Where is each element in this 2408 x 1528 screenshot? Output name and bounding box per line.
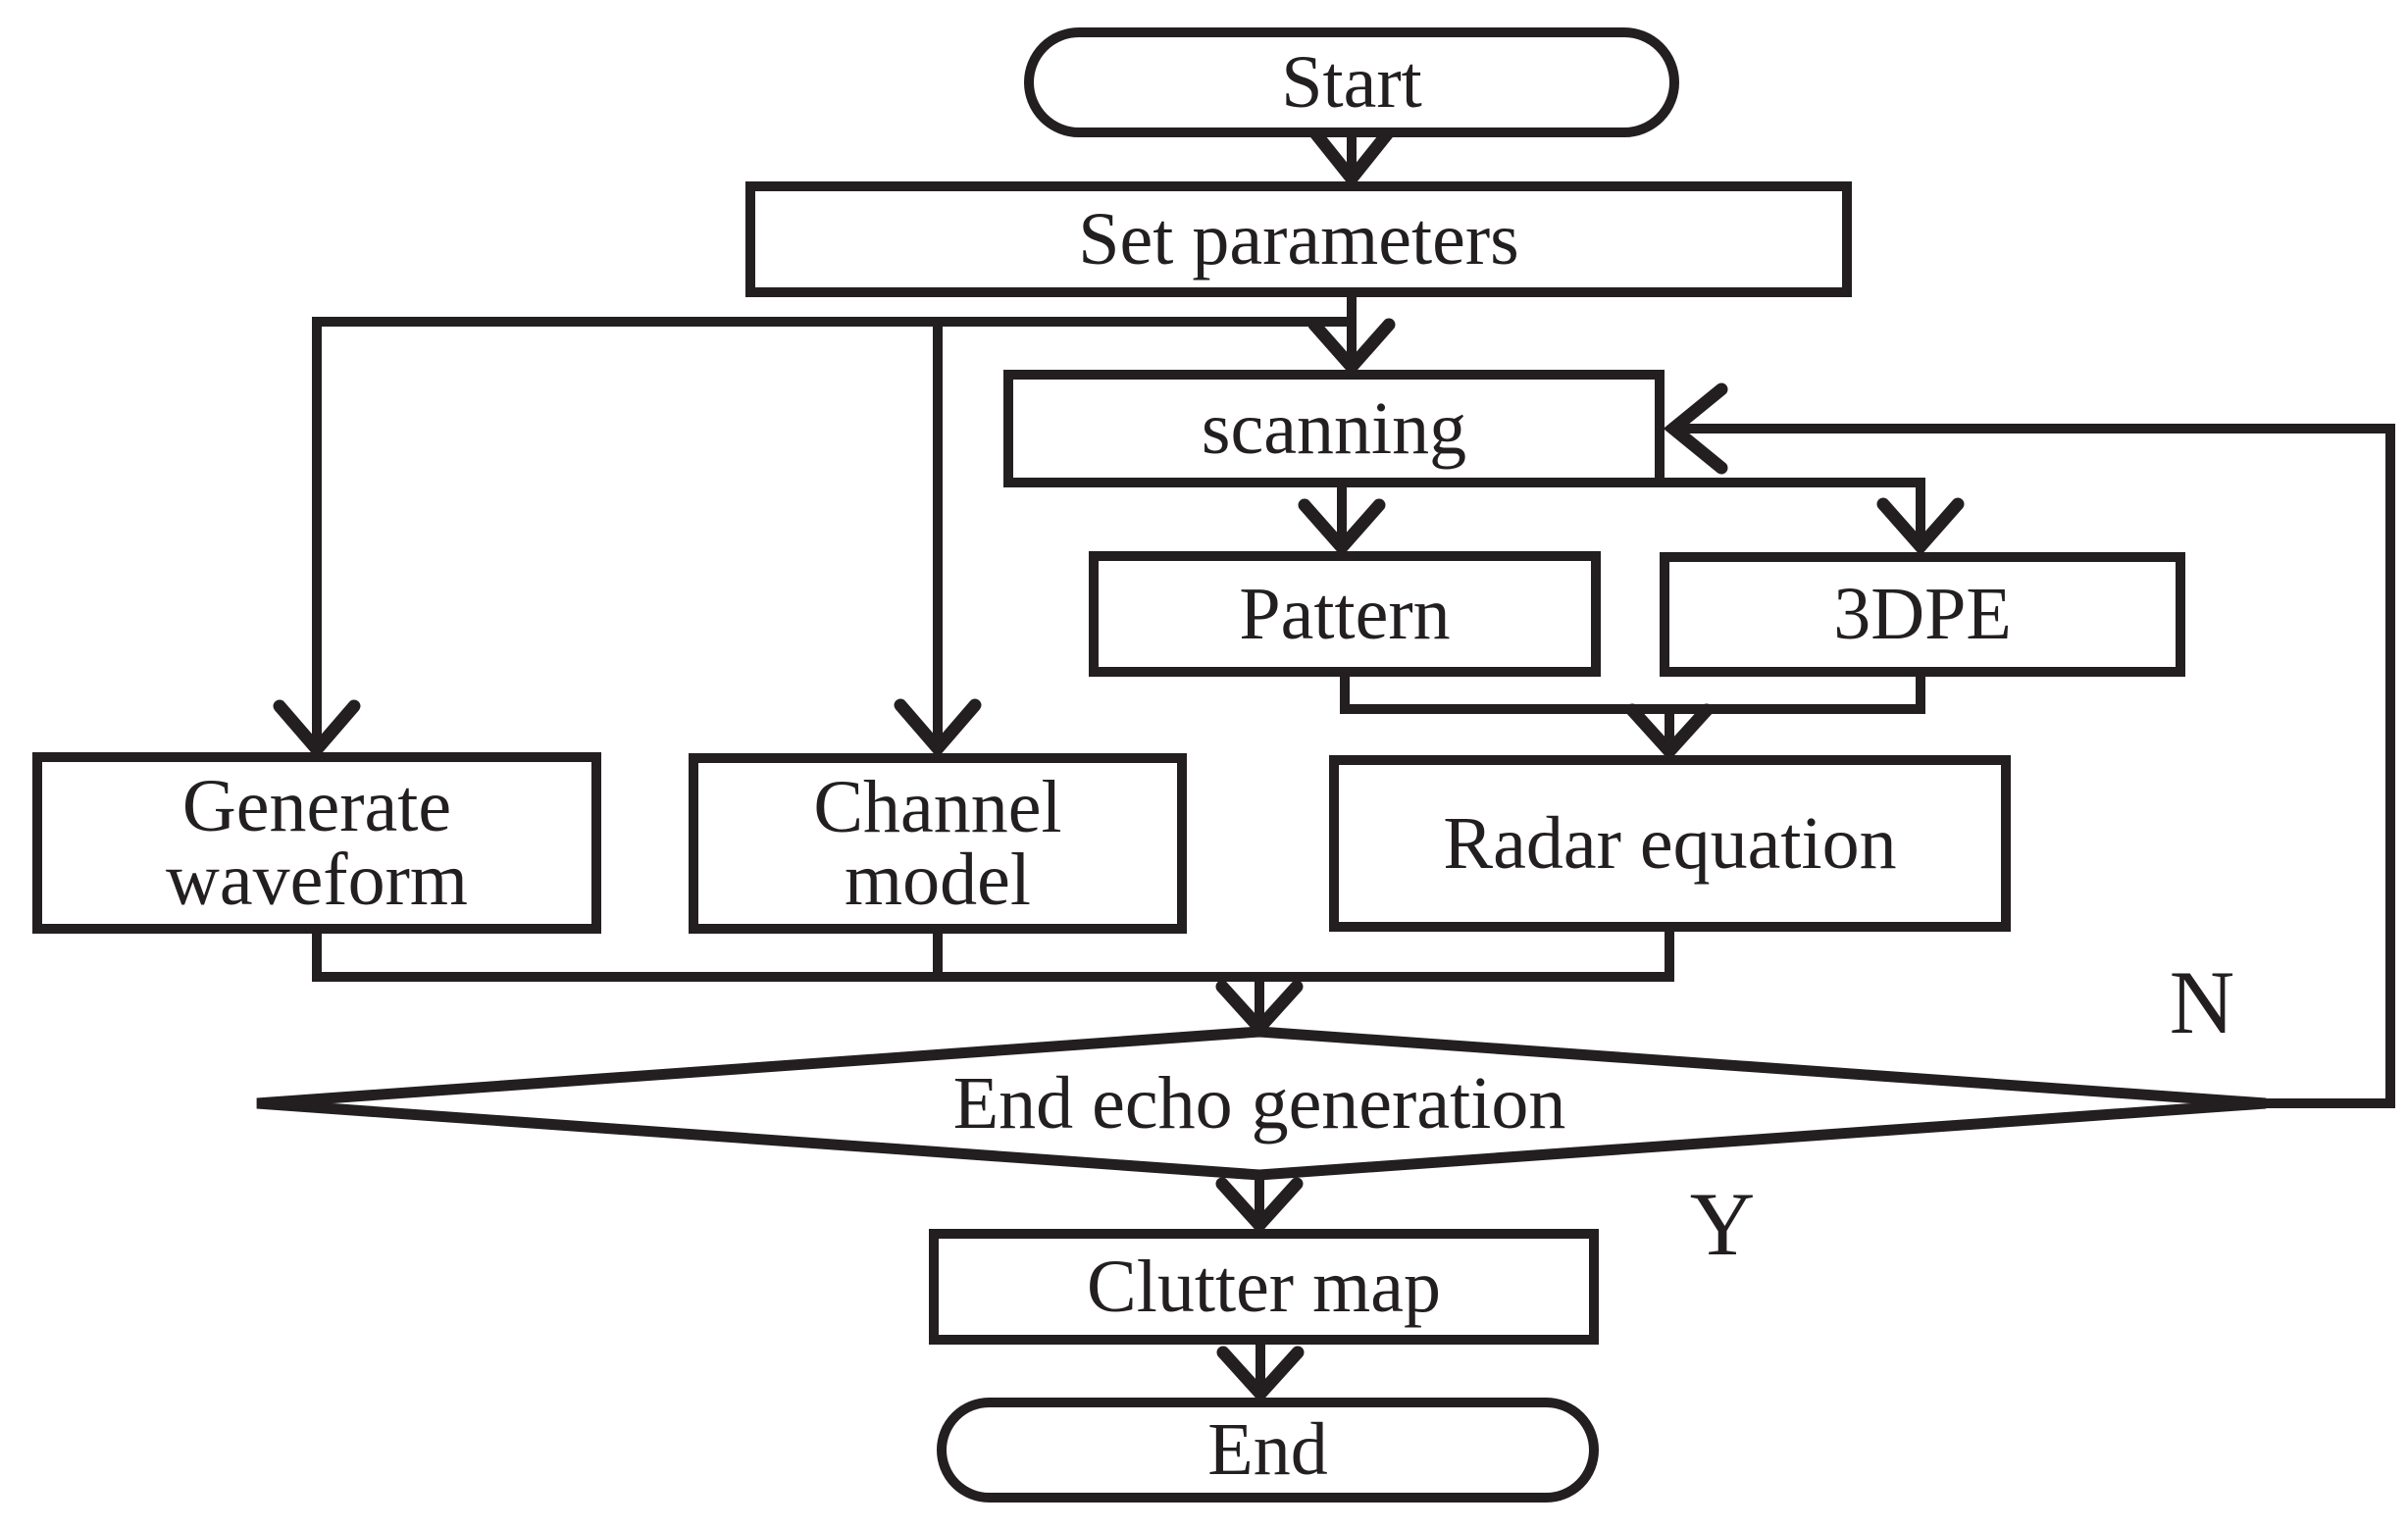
node-3dpe-label: 3DPE — [1833, 573, 2012, 656]
arrowhead-into-pattern — [1298, 498, 1386, 557]
node-radar-equation: Radar equation — [1329, 755, 2011, 932]
arrowhead-into-3dpe — [1876, 497, 1965, 556]
connector-branch-to-generate-waveform — [312, 317, 1352, 747]
branch-label-yes: Y — [1689, 1174, 1756, 1274]
node-generate-waveform: Generate waveform — [32, 752, 601, 934]
branch-label-no: N — [2169, 952, 2235, 1052]
arrowhead-into-cluttermap — [1215, 1177, 1304, 1235]
connector-join-line — [312, 930, 1674, 982]
arrowhead-into-end — [1216, 1346, 1305, 1403]
node-set-parameters: Set parameters — [745, 181, 1852, 297]
node-pattern: Pattern — [1089, 551, 1601, 677]
node-start: Start — [1024, 27, 1679, 137]
arrowhead-into-radar-equation — [1625, 703, 1714, 761]
arrowhead-into-scanning-top — [1307, 318, 1396, 377]
node-end-label: End — [1207, 1408, 1328, 1492]
node-channel-model-label: Channel model — [813, 765, 1062, 921]
node-start-label: Start — [1281, 40, 1422, 124]
node-decision-label: End echo generation — [952, 1061, 1566, 1145]
arrowhead-into-generate-waveform — [273, 699, 361, 759]
arrowhead-into-scanning-right — [1663, 382, 1728, 475]
node-pattern-label: Pattern — [1239, 572, 1451, 655]
node-clutter-map-label: Clutter map — [1087, 1245, 1441, 1328]
node-radar-equation-label: Radar equation — [1443, 801, 1897, 885]
node-clutter-map: Clutter map — [929, 1229, 1599, 1345]
decision-diamond-shape — [256, 1026, 2267, 1181]
node-end: End — [937, 1398, 1599, 1503]
node-3dpe: 3DPE — [1660, 552, 2185, 677]
connector-feedback-n-loop — [1681, 424, 2395, 1108]
arrowhead-into-setparams — [1306, 123, 1398, 189]
node-scanning-label: scanning — [1201, 386, 1467, 470]
connector-scanning-to-3dpe — [1656, 478, 1925, 539]
arrowhead-into-channel-model — [894, 698, 982, 758]
node-set-parameters-label: Set parameters — [1078, 197, 1519, 280]
node-scanning: scanning — [1003, 370, 1665, 487]
node-channel-model: Channel model — [689, 753, 1187, 934]
node-generate-waveform-label: Generate waveform — [165, 765, 469, 921]
